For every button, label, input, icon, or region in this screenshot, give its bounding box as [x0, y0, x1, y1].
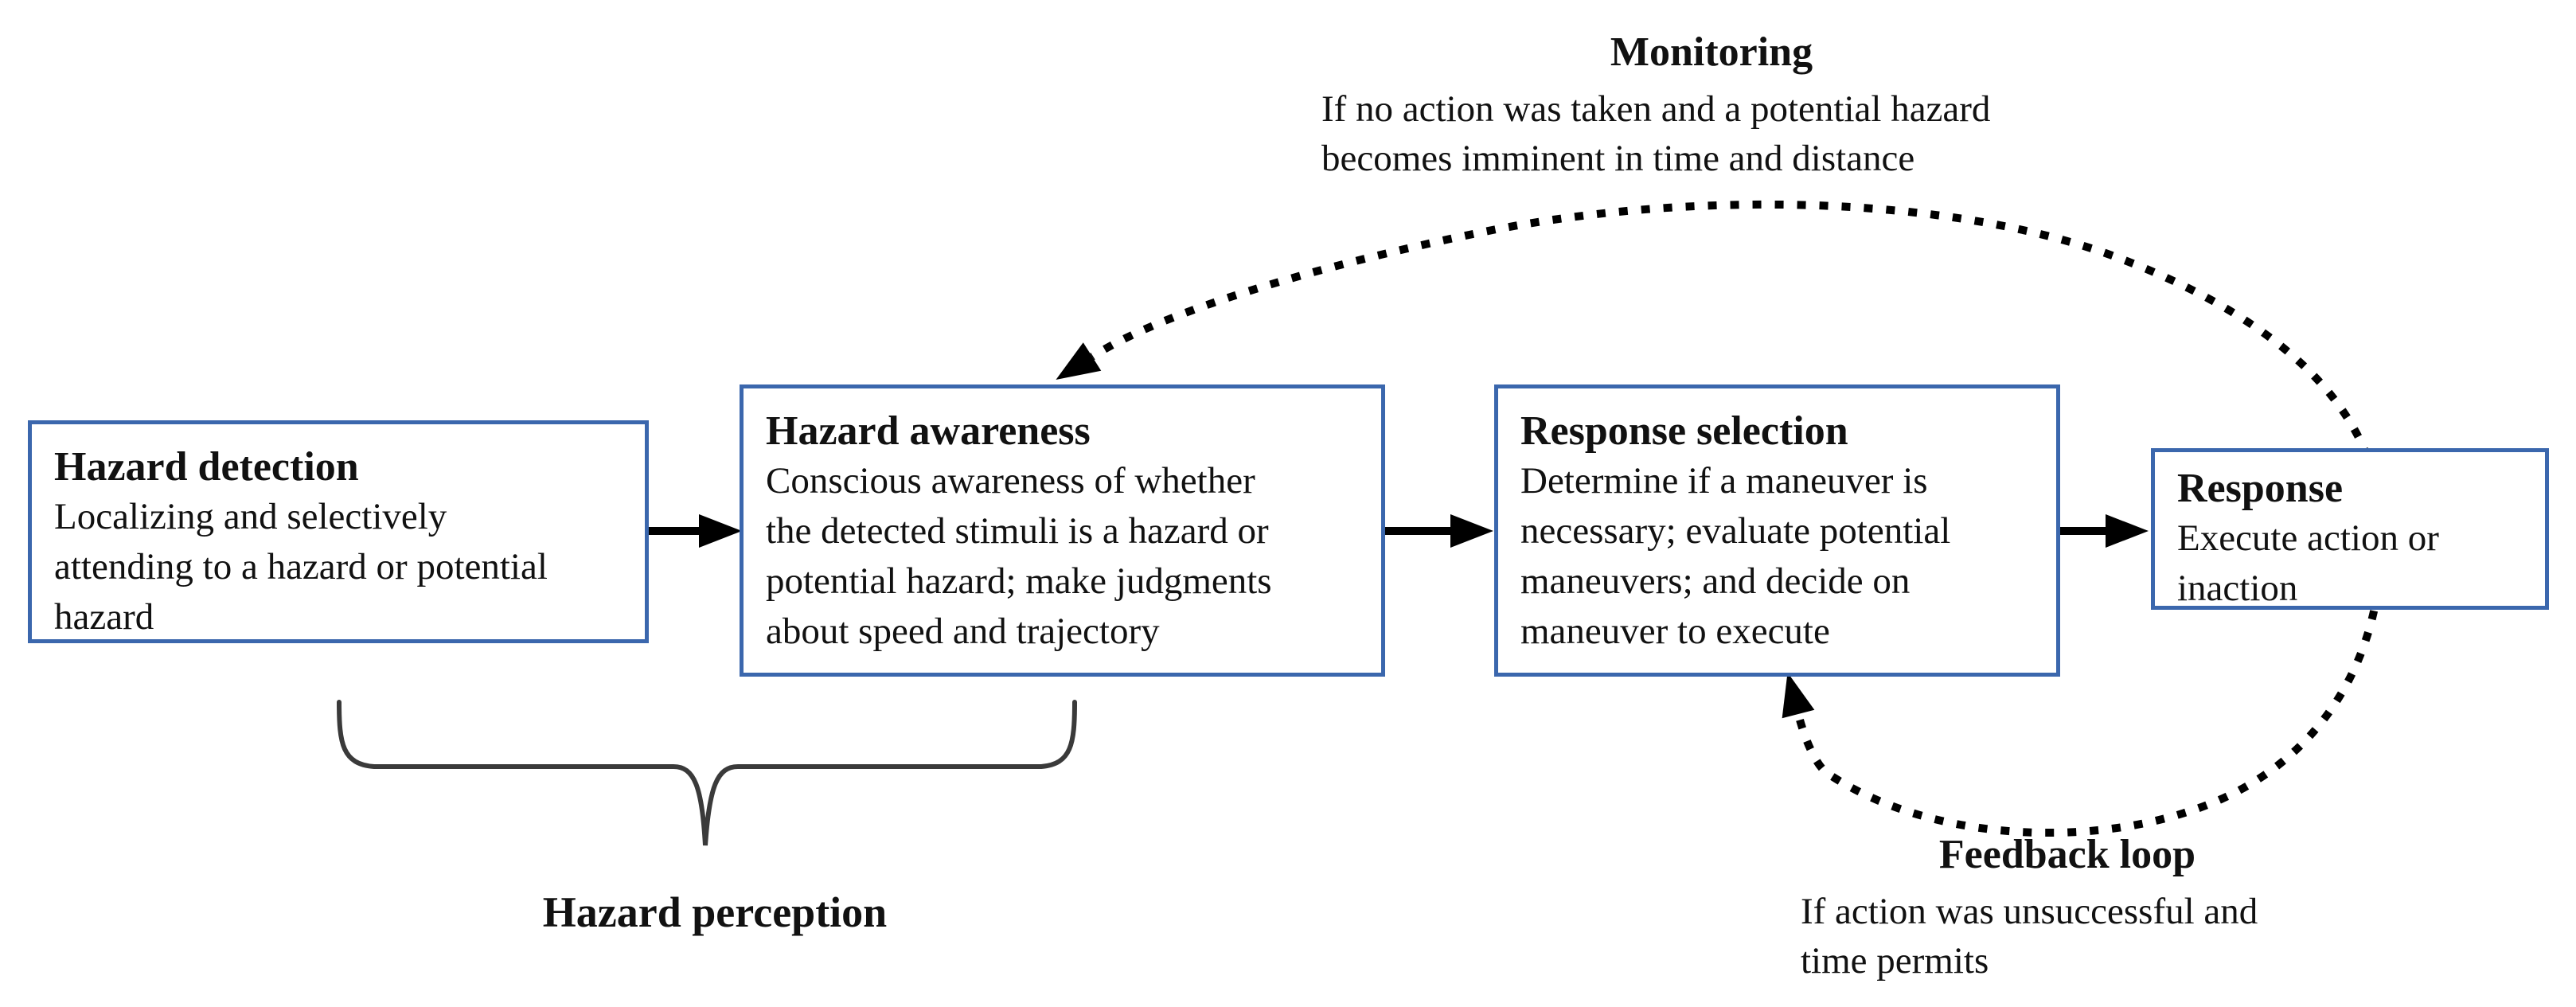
box-response-title: Response — [2177, 466, 2344, 511]
box-hazard-detection-title: Hazard detection — [54, 444, 359, 490]
box-hazard-awareness-body: Conscious awareness of whether the detec… — [766, 460, 1272, 652]
feedback-loop-title: Feedback loop — [1938, 832, 2196, 877]
feedback-curve — [1782, 521, 2386, 837]
box-hazard-awareness: Hazard awareness Conscious awareness of … — [740, 384, 1385, 677]
hazard-perception-brace — [337, 700, 1077, 846]
monitoring-description: If no action was taken and a potential h… — [1321, 88, 1991, 179]
box-hazard-detection: Hazard detection Localizing and selectiv… — [28, 420, 649, 643]
hazard-perception-label: Hazard perception — [542, 888, 888, 936]
box-hazard-awareness-title: Hazard awareness — [766, 408, 1091, 454]
monitoring-title: Monitoring — [1610, 29, 1813, 75]
monitoring-annotation: Monitoring If no action was taken and a … — [1313, 27, 2110, 183]
feedback-loop-annotation: Feedback loop If action was unsuccessful… — [1801, 829, 2334, 986]
box-hazard-detection-body: Localizing and selectively attending to … — [54, 496, 548, 638]
box-response: Response Execute action or inaction — [2151, 448, 2549, 610]
box-response-body: Execute action or inaction — [2177, 517, 2439, 609]
box-response-selection-body: Determine if a maneuver is necessary; ev… — [1520, 460, 1951, 652]
box-response-selection: Response selection Determine if a maneuv… — [1494, 384, 2060, 677]
box-response-selection-title: Response selection — [1520, 408, 1848, 454]
feedback-loop-description: If action was unsuccessful and time perm… — [1801, 891, 2258, 982]
